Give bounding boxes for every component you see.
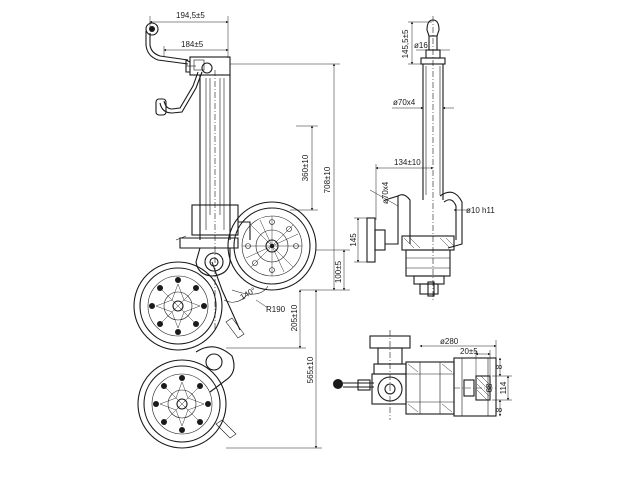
front-clamp bbox=[366, 191, 463, 297]
arc-140 bbox=[223, 295, 247, 303]
dim-114: 114 bbox=[499, 381, 508, 394]
dim-68: 68 bbox=[485, 383, 494, 392]
side-view bbox=[133, 22, 317, 449]
head-housing bbox=[185, 56, 231, 76]
dim-100: 100±5 bbox=[334, 260, 343, 283]
dim-565: 565±10 bbox=[306, 356, 315, 383]
dimension-labels: 194,5±5 184±5 360±10 708±10 100±5 205±10… bbox=[176, 11, 508, 412]
side-view-dimensions bbox=[149, 16, 350, 449]
dim-134: 134±10 bbox=[394, 158, 421, 167]
wheel-middle bbox=[133, 261, 245, 351]
crank-handle-upper bbox=[145, 22, 189, 65]
dim-dia-70x4-side: ø70x4 bbox=[381, 181, 390, 204]
top-view bbox=[333, 330, 497, 420]
dim-dia-16: ø16 bbox=[414, 41, 428, 50]
outer-tube bbox=[199, 70, 231, 330]
dim-8-top: 8 bbox=[495, 364, 504, 369]
dim-145-5: 145,5±5 bbox=[401, 29, 410, 58]
dim-194-5: 194,5±5 bbox=[176, 11, 205, 20]
front-view-dimensions bbox=[354, 21, 470, 263]
dim-708: 708±10 bbox=[323, 166, 332, 193]
wheel-bottom bbox=[137, 346, 237, 449]
dim-360: 360±10 bbox=[301, 154, 310, 181]
dim-8-bottom: 8 bbox=[495, 407, 504, 412]
dim-dia-70x4-top: ø70x4 bbox=[393, 98, 416, 107]
dim-184: 184±5 bbox=[181, 40, 204, 49]
wheel-top bbox=[227, 201, 317, 291]
dim-dia-280: ø280 bbox=[440, 337, 459, 346]
dim-r190: R190 bbox=[266, 305, 286, 314]
crank-handle-lower bbox=[155, 71, 203, 116]
front-tube bbox=[420, 57, 446, 200]
arc-r190 bbox=[231, 285, 269, 295]
dim-dia-10-h11: ø10 h11 bbox=[466, 206, 495, 215]
front-view bbox=[366, 16, 463, 300]
dim-145: 145 bbox=[349, 233, 358, 247]
front-knob bbox=[425, 16, 441, 300]
dim-205: 205±10 bbox=[290, 304, 299, 331]
dim-140-deg: 140° bbox=[239, 286, 258, 302]
dim-20: 20±5 bbox=[460, 347, 478, 356]
top-view-dimensions bbox=[419, 340, 512, 417]
